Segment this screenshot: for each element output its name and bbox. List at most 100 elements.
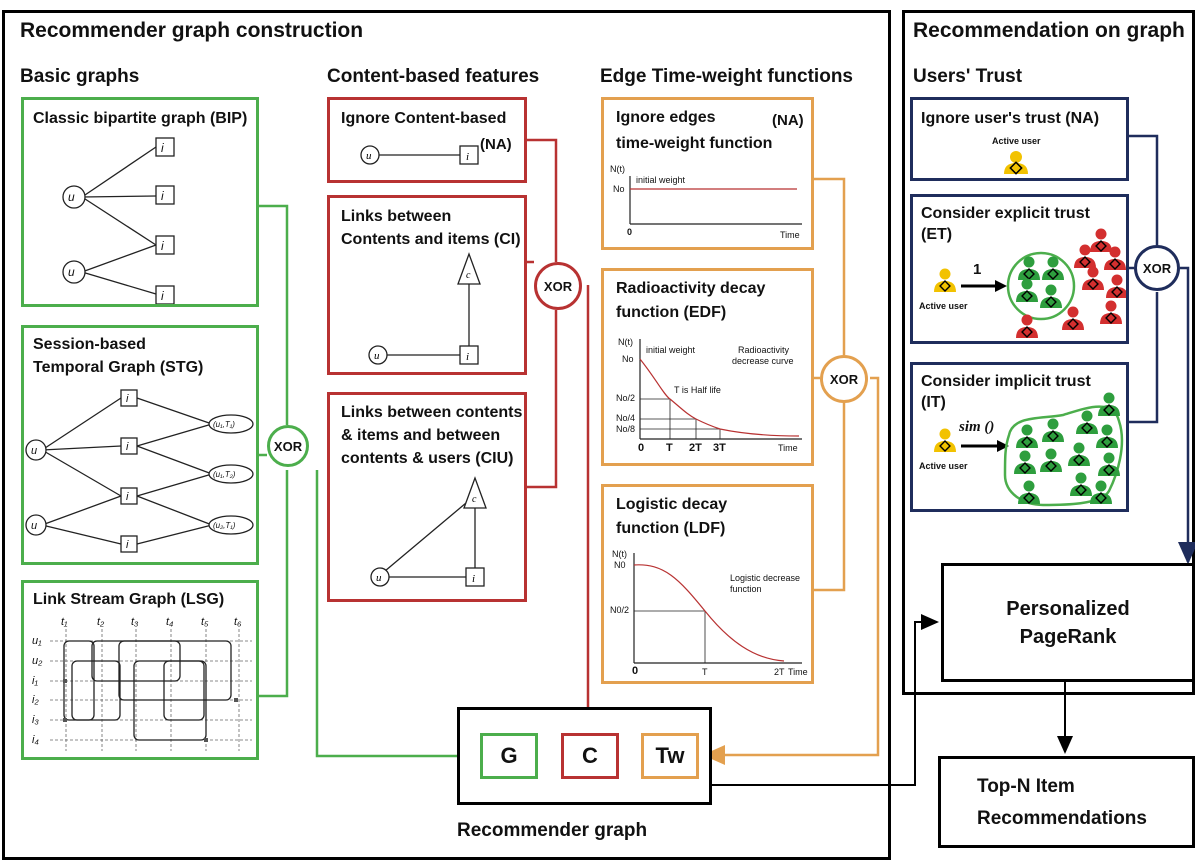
trust-it-arrow-head	[997, 440, 1009, 452]
svg-text:u: u	[68, 265, 75, 279]
untrusted-user-icon	[1074, 244, 1096, 268]
svg-text:i: i	[466, 151, 469, 163]
time-edf-xtick-2: 2T	[689, 442, 702, 454]
svg-text:(u₁,T₂): (u₁,T₂)	[213, 470, 236, 479]
time-edf-chart	[639, 339, 802, 440]
time-ldf-title-line1: Logistic decay	[616, 496, 728, 513]
xor-time-weight: XOR	[820, 355, 868, 403]
svg-text:u: u	[366, 150, 372, 162]
time-na-xlabel: Time	[780, 230, 800, 240]
active-user-icon	[934, 268, 956, 292]
time-ldf-ytick-1: N0/2	[610, 605, 630, 615]
trusted-user-icon	[1016, 278, 1038, 302]
svg-text:t₅: t₅	[201, 616, 209, 628]
xor-content-features: XOR	[534, 262, 582, 310]
time-ldf-ytick-0: N0	[614, 560, 626, 570]
time-edf-ytick-1: No/2	[616, 393, 636, 403]
time-na-annotation: initial weight	[636, 175, 686, 185]
topn-box: Top-N Item Recommendations	[938, 756, 1195, 848]
trusted-user-icon	[1018, 256, 1040, 280]
svg-text:u: u	[376, 572, 382, 584]
similar-user-icon	[1076, 410, 1098, 434]
time-na-title-line1: Ignore edges	[616, 109, 716, 126]
time-edf-xtick-1: T	[666, 442, 673, 454]
recommender-graph-caption: Recommender graph	[457, 820, 648, 841]
trust-et-arrow-head	[995, 280, 1007, 292]
trust-et-title-line1: Consider explicit trust	[921, 205, 1090, 222]
svg-text:t₁: t₁	[61, 616, 68, 628]
content-ci-title-line2: Contents and items (CI)	[341, 231, 521, 248]
trust-et-title-line2: (ET)	[921, 226, 953, 243]
untrusted-user-icon	[1104, 246, 1126, 270]
stg-title-line2: Temporal Graph (STG)	[33, 359, 204, 376]
trust-it-title-line1: Consider implicit trust	[921, 373, 1091, 390]
similar-user-icon	[1096, 424, 1118, 448]
svg-text:c: c	[472, 494, 477, 505]
time-edf-title-line1: Radioactivity decay	[616, 280, 766, 297]
time-ldf-title-line2: function (LDF)	[616, 520, 726, 537]
trust-na-active-user: Active user	[992, 136, 1041, 146]
similar-user-icon	[1040, 448, 1062, 472]
time-edf-box: Radioactivity decay function (EDF) N(t) …	[601, 268, 814, 466]
bip-title: Classic bipartite graph (BIP)	[33, 110, 248, 127]
time-edf-half-life: T is Half life	[674, 385, 721, 395]
implicit-trust-region	[1003, 405, 1124, 507]
untrusted-user-icon	[1100, 300, 1122, 324]
similar-user-icon	[1098, 392, 1120, 416]
pagerank-box: Personalized PageRank	[941, 563, 1195, 682]
svg-text:i: i	[126, 539, 129, 551]
svg-text:i: i	[161, 141, 164, 155]
trust-it-graph	[934, 392, 1124, 507]
time-edf-ytick-2: No/4	[616, 413, 636, 423]
trust-it-box: Consider implicit trust (IT) sim () Acti…	[910, 362, 1129, 512]
xor-users-trust: XOR	[1134, 245, 1180, 291]
time-edf-curve-line1: Radioactivity	[738, 345, 790, 355]
active-user-icon	[934, 428, 956, 452]
construction-title: Recommender graph construction	[20, 19, 364, 42]
untrusted-user-icon	[1082, 266, 1104, 290]
time-ldf-xlabel: Time	[788, 667, 808, 677]
svg-text:i: i	[126, 393, 129, 405]
time-edf-ytick-3: No/8	[616, 424, 636, 434]
trust-it-active-user: Active user	[919, 461, 968, 471]
time-edf-xtick-3: 3T	[713, 442, 726, 454]
time-na-ytick: No	[613, 184, 625, 194]
time-ldf-ylabel: N(t)	[612, 549, 627, 559]
similar-user-icon	[1090, 480, 1112, 504]
time-edf-curve-line2: decrease curve	[732, 356, 794, 366]
untrusted-user-icon	[1090, 228, 1112, 252]
time-edf-xtick-0: 0	[638, 442, 645, 454]
svg-text:t₄: t₄	[166, 616, 173, 628]
similar-user-icon	[1016, 424, 1038, 448]
svg-text:i: i	[126, 441, 129, 453]
trusted-user-icon	[1040, 284, 1062, 308]
svg-text:i: i	[472, 573, 475, 585]
pagerank-line1: Personalized	[1006, 597, 1130, 620]
svg-text:t₂: t₂	[97, 616, 105, 628]
svg-text:i: i	[466, 351, 469, 363]
pagerank-line2: PageRank	[1019, 625, 1117, 648]
time-ldf-box: Logistic decay function (LDF) N(t) N0 N0…	[601, 484, 814, 684]
time-na-tag: (NA)	[772, 112, 804, 129]
time-edf-ytick-0: No	[622, 354, 634, 364]
trust-et-graph	[934, 228, 1126, 338]
time-ldf-xtick-2: 2T	[774, 667, 785, 677]
content-ciu-title-line2: & items and between	[341, 427, 501, 444]
time-na-title-line2: time-weight function	[616, 135, 773, 152]
similar-user-icon	[1070, 472, 1092, 496]
content-ciu-graph: u i c	[370, 476, 487, 587]
time-edf-title-line2: function (EDF)	[616, 304, 727, 321]
trust-it-edge-label: sim ()	[959, 419, 995, 435]
active-user-icon	[1004, 151, 1028, 175]
recommendation-panel	[902, 10, 1195, 695]
content-ciu-box: Links between contents & items and betwe…	[327, 392, 527, 602]
svg-text:i₁: i₁	[32, 675, 38, 687]
graph-tw-box: Tw	[641, 733, 699, 779]
trusted-user-icon	[1042, 256, 1064, 280]
